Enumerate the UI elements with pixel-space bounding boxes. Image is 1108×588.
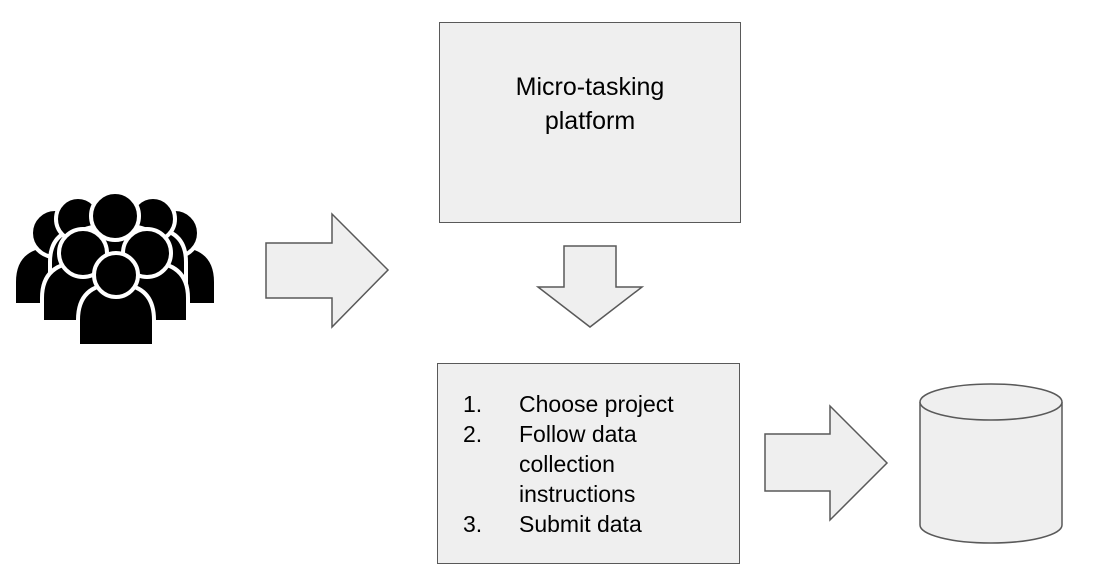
platform-label: Micro-tasking platform xyxy=(515,72,665,135)
steps-list: 1. Choose project 2. Follow data collect… xyxy=(463,389,719,539)
platform-box: Micro-tasking platform xyxy=(439,22,741,223)
arrow-down-platform xyxy=(535,245,645,328)
list-item: 1. Choose project xyxy=(463,389,719,419)
list-item: 2. Follow data collection instructions xyxy=(463,419,719,509)
arrow-right-steps xyxy=(764,404,889,522)
step-text: Follow data collection instructions xyxy=(519,421,637,507)
arrow-right-crowd xyxy=(265,212,390,329)
database-cylinder-icon xyxy=(919,383,1063,544)
step-text: Submit data xyxy=(519,511,642,537)
step-text: Choose project xyxy=(519,391,674,417)
steps-box: 1. Choose project 2. Follow data collect… xyxy=(437,363,740,564)
person-front xyxy=(76,251,156,348)
people-group-icon xyxy=(12,190,218,348)
step-number: 1. xyxy=(463,391,483,417)
step-number: 3. xyxy=(463,511,483,537)
step-number: 2. xyxy=(463,421,483,447)
list-item: 3. Submit data xyxy=(463,509,719,539)
